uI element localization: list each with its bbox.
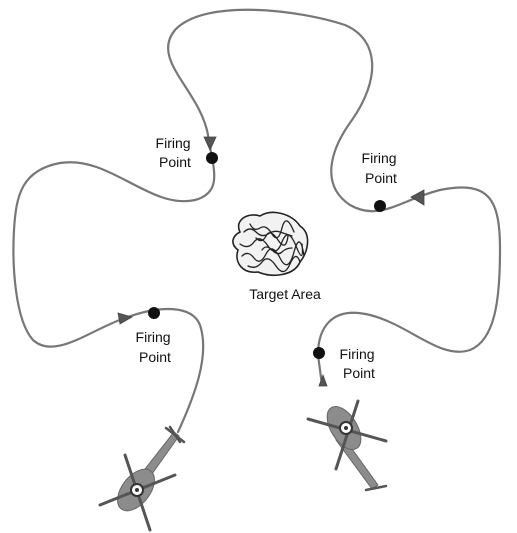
direction-arrow-bottom-left <box>118 313 132 324</box>
target-blob-icon <box>233 212 308 275</box>
helicopter-icon <box>308 401 386 490</box>
direction-arrow-top-right <box>411 190 424 205</box>
firing-point-dot-bottom-left <box>148 307 160 319</box>
helicopter-icon <box>100 427 184 530</box>
firing-point-label-bottom-right: Firing Point <box>340 346 379 381</box>
target-area-label: Target Area <box>249 286 321 302</box>
firing-point-label-top-right: Firing Point <box>362 150 401 186</box>
direction-arrow-top-left <box>204 137 216 150</box>
firing-point-label-top-left: Firing Point <box>156 135 195 170</box>
firing-point-dot-top-left <box>206 152 218 164</box>
firing-point-dot-bottom-right <box>313 347 325 359</box>
firing-point-dot-top-right <box>374 200 386 212</box>
firing-point-label-bottom-left: Firing Point <box>136 329 175 365</box>
